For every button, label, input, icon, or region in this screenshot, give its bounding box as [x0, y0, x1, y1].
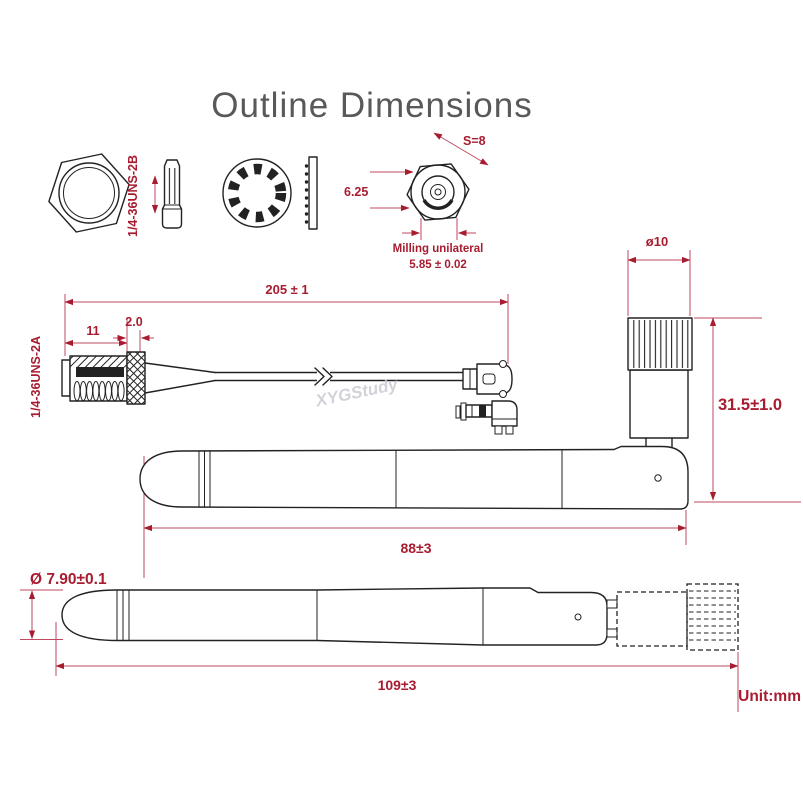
page-title: Outline Dimensions [211, 86, 532, 125]
ufl-connector-top-view [462, 360, 513, 398]
overall-length-label: 109±3 [378, 677, 417, 693]
lock-washer-front-view [222, 158, 292, 228]
sma-bulkhead-connector [61, 351, 146, 405]
across-corners-dimension: S=8 [433, 132, 489, 166]
milling-dimension: Milling unilateral 5.85 ± 0.02 [393, 218, 484, 271]
antenna-body [139, 445, 689, 510]
bulkhead-dimensions: 11 2.0 [64, 315, 154, 352]
nut-side-view [151, 159, 183, 229]
milling-note-label: Milling unilateral [393, 243, 484, 255]
body-diameter-label: Ø 7.90±0.1 [30, 571, 107, 588]
folded-length-label: 88±3 [400, 540, 431, 556]
unit-label: Unit:mm [738, 688, 801, 705]
antenna-body [61, 587, 608, 646]
base-body [629, 369, 689, 439]
base-length-dimension: 31.5±1.0 [694, 317, 801, 503]
cable-thread-spec-label: 1/4-36UNS-2A [29, 336, 43, 418]
cable-break-icon [314, 367, 325, 386]
antenna-straight-drawing [61, 583, 739, 651]
center-offset-dimension: 6.25 [344, 168, 414, 212]
bulkhead-thickness-label: 2.0 [125, 315, 142, 329]
connector-body-hidden [616, 591, 688, 647]
coax-cable [144, 362, 464, 394]
hinge-pivot-hole [574, 613, 582, 621]
milling-value-label: 5.85 ± 0.02 [409, 259, 466, 271]
thread-length-label: 11 [86, 324, 99, 338]
base-length-label: 31.5±1.0 [718, 396, 782, 414]
connector-knurl-hidden [686, 583, 739, 651]
washer-side-view [304, 156, 318, 230]
cable-length-label: 205 ± 1 [265, 282, 308, 297]
antenna-base-drawing [627, 317, 693, 448]
hex-nut-front-view [48, 153, 130, 233]
antenna-folded-drawing [139, 445, 689, 510]
ufl-connector-side-view [455, 400, 518, 435]
cable-break-icon [322, 367, 333, 386]
across-corners-label: S=8 [463, 134, 486, 148]
overall-length-dimension: 109±3 [55, 622, 739, 712]
sma-connector-face-view [406, 163, 470, 221]
nut-thread-spec-label: 1/4-36UNS-2B [126, 155, 140, 237]
center-offset-label: 6.25 [344, 185, 368, 199]
hinge-pivot-hole [654, 474, 662, 482]
base-diameter-label: ø10 [646, 234, 668, 249]
base-diameter-dimension: ø10 [627, 234, 691, 316]
